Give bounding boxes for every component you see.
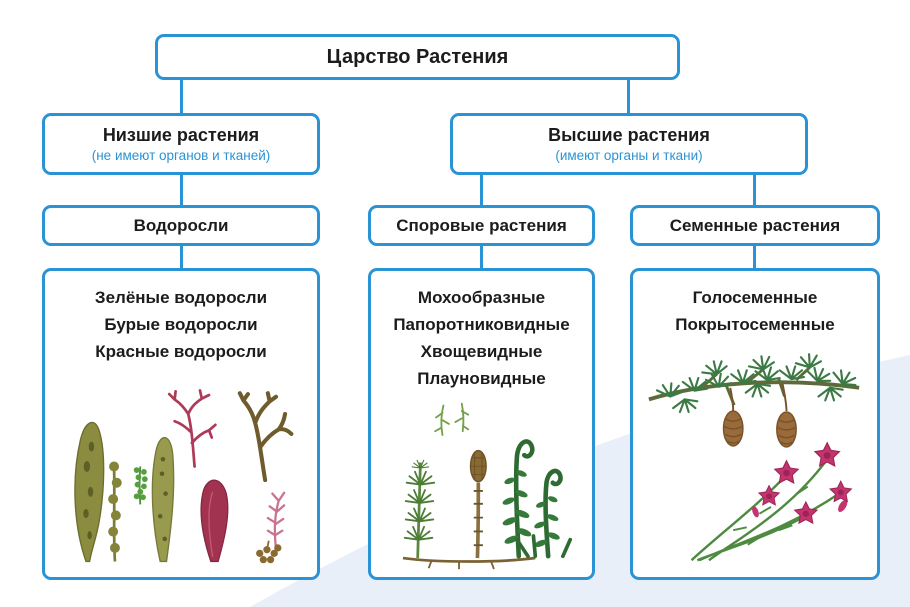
list-item: Красные водоросли (95, 342, 267, 361)
seed-plant-types-list: Голосеменные Покрытосеменные (675, 284, 835, 338)
node-algae: Водоросли (42, 205, 320, 246)
group-algae-types: Зелёные водоросли Бурые водоросли Красны… (42, 268, 320, 580)
node-plant-kingdom: Царство Растения (155, 34, 680, 80)
list-item: Бурые водоросли (104, 315, 258, 334)
list-item: Хвощевидные (420, 342, 543, 361)
node-spore-plants: Споровые растения (368, 205, 595, 246)
connector-higher-to-spore (480, 175, 483, 205)
node-higher-plants-subtitle: (имеют органы и ткани) (555, 148, 703, 164)
list-item: Мохообразные (417, 288, 546, 307)
spore-plants-illustration (371, 392, 592, 577)
node-spore-plants-label: Споровые растения (396, 215, 567, 235)
connector-root-to-higher-plants (627, 80, 630, 113)
node-lower-plants: Низшие растения (не имеют органов и ткан… (42, 113, 320, 175)
connector-lower-to-algae (180, 175, 183, 205)
spore-plant-types-list: Мохообразные Папоротниковидные Хвощевидн… (393, 284, 569, 392)
node-lower-plants-label: Низшие растения (102, 124, 260, 145)
node-higher-plants-label: Высшие растения (548, 124, 710, 145)
node-lower-plants-subtitle: (не имеют органов и тканей) (91, 148, 271, 164)
list-item: Плауновидные (417, 369, 546, 388)
list-item: Зелёные водоросли (94, 288, 268, 307)
connector-algae-to-list (180, 246, 183, 268)
seed-plants-illustration (633, 338, 877, 577)
group-seed-plant-types: Голосеменные Покрытосеменные (630, 268, 880, 580)
algae-illustration (45, 365, 317, 577)
connector-root-to-lower-plants (180, 80, 183, 113)
list-item: Папоротниковидные (393, 315, 570, 334)
list-item: Покрытосеменные (675, 315, 835, 334)
node-seed-plants-label: Семенные растения (669, 215, 841, 235)
group-spore-plant-types: Мохообразные Папоротниковидные Хвощевидн… (368, 268, 595, 580)
node-higher-plants: Высшие растения (имеют органы и ткани) (450, 113, 808, 175)
list-item: Голосеменные (692, 288, 818, 307)
node-algae-label: Водоросли (133, 215, 229, 235)
node-seed-plants: Семенные растения (630, 205, 880, 246)
connector-seed-to-list (753, 246, 756, 268)
connector-spore-to-list (480, 246, 483, 268)
node-plant-kingdom-label: Царство Растения (326, 45, 509, 68)
algae-types-list: Зелёные водоросли Бурые водоросли Красны… (95, 284, 267, 365)
connector-higher-to-seed (753, 175, 756, 205)
